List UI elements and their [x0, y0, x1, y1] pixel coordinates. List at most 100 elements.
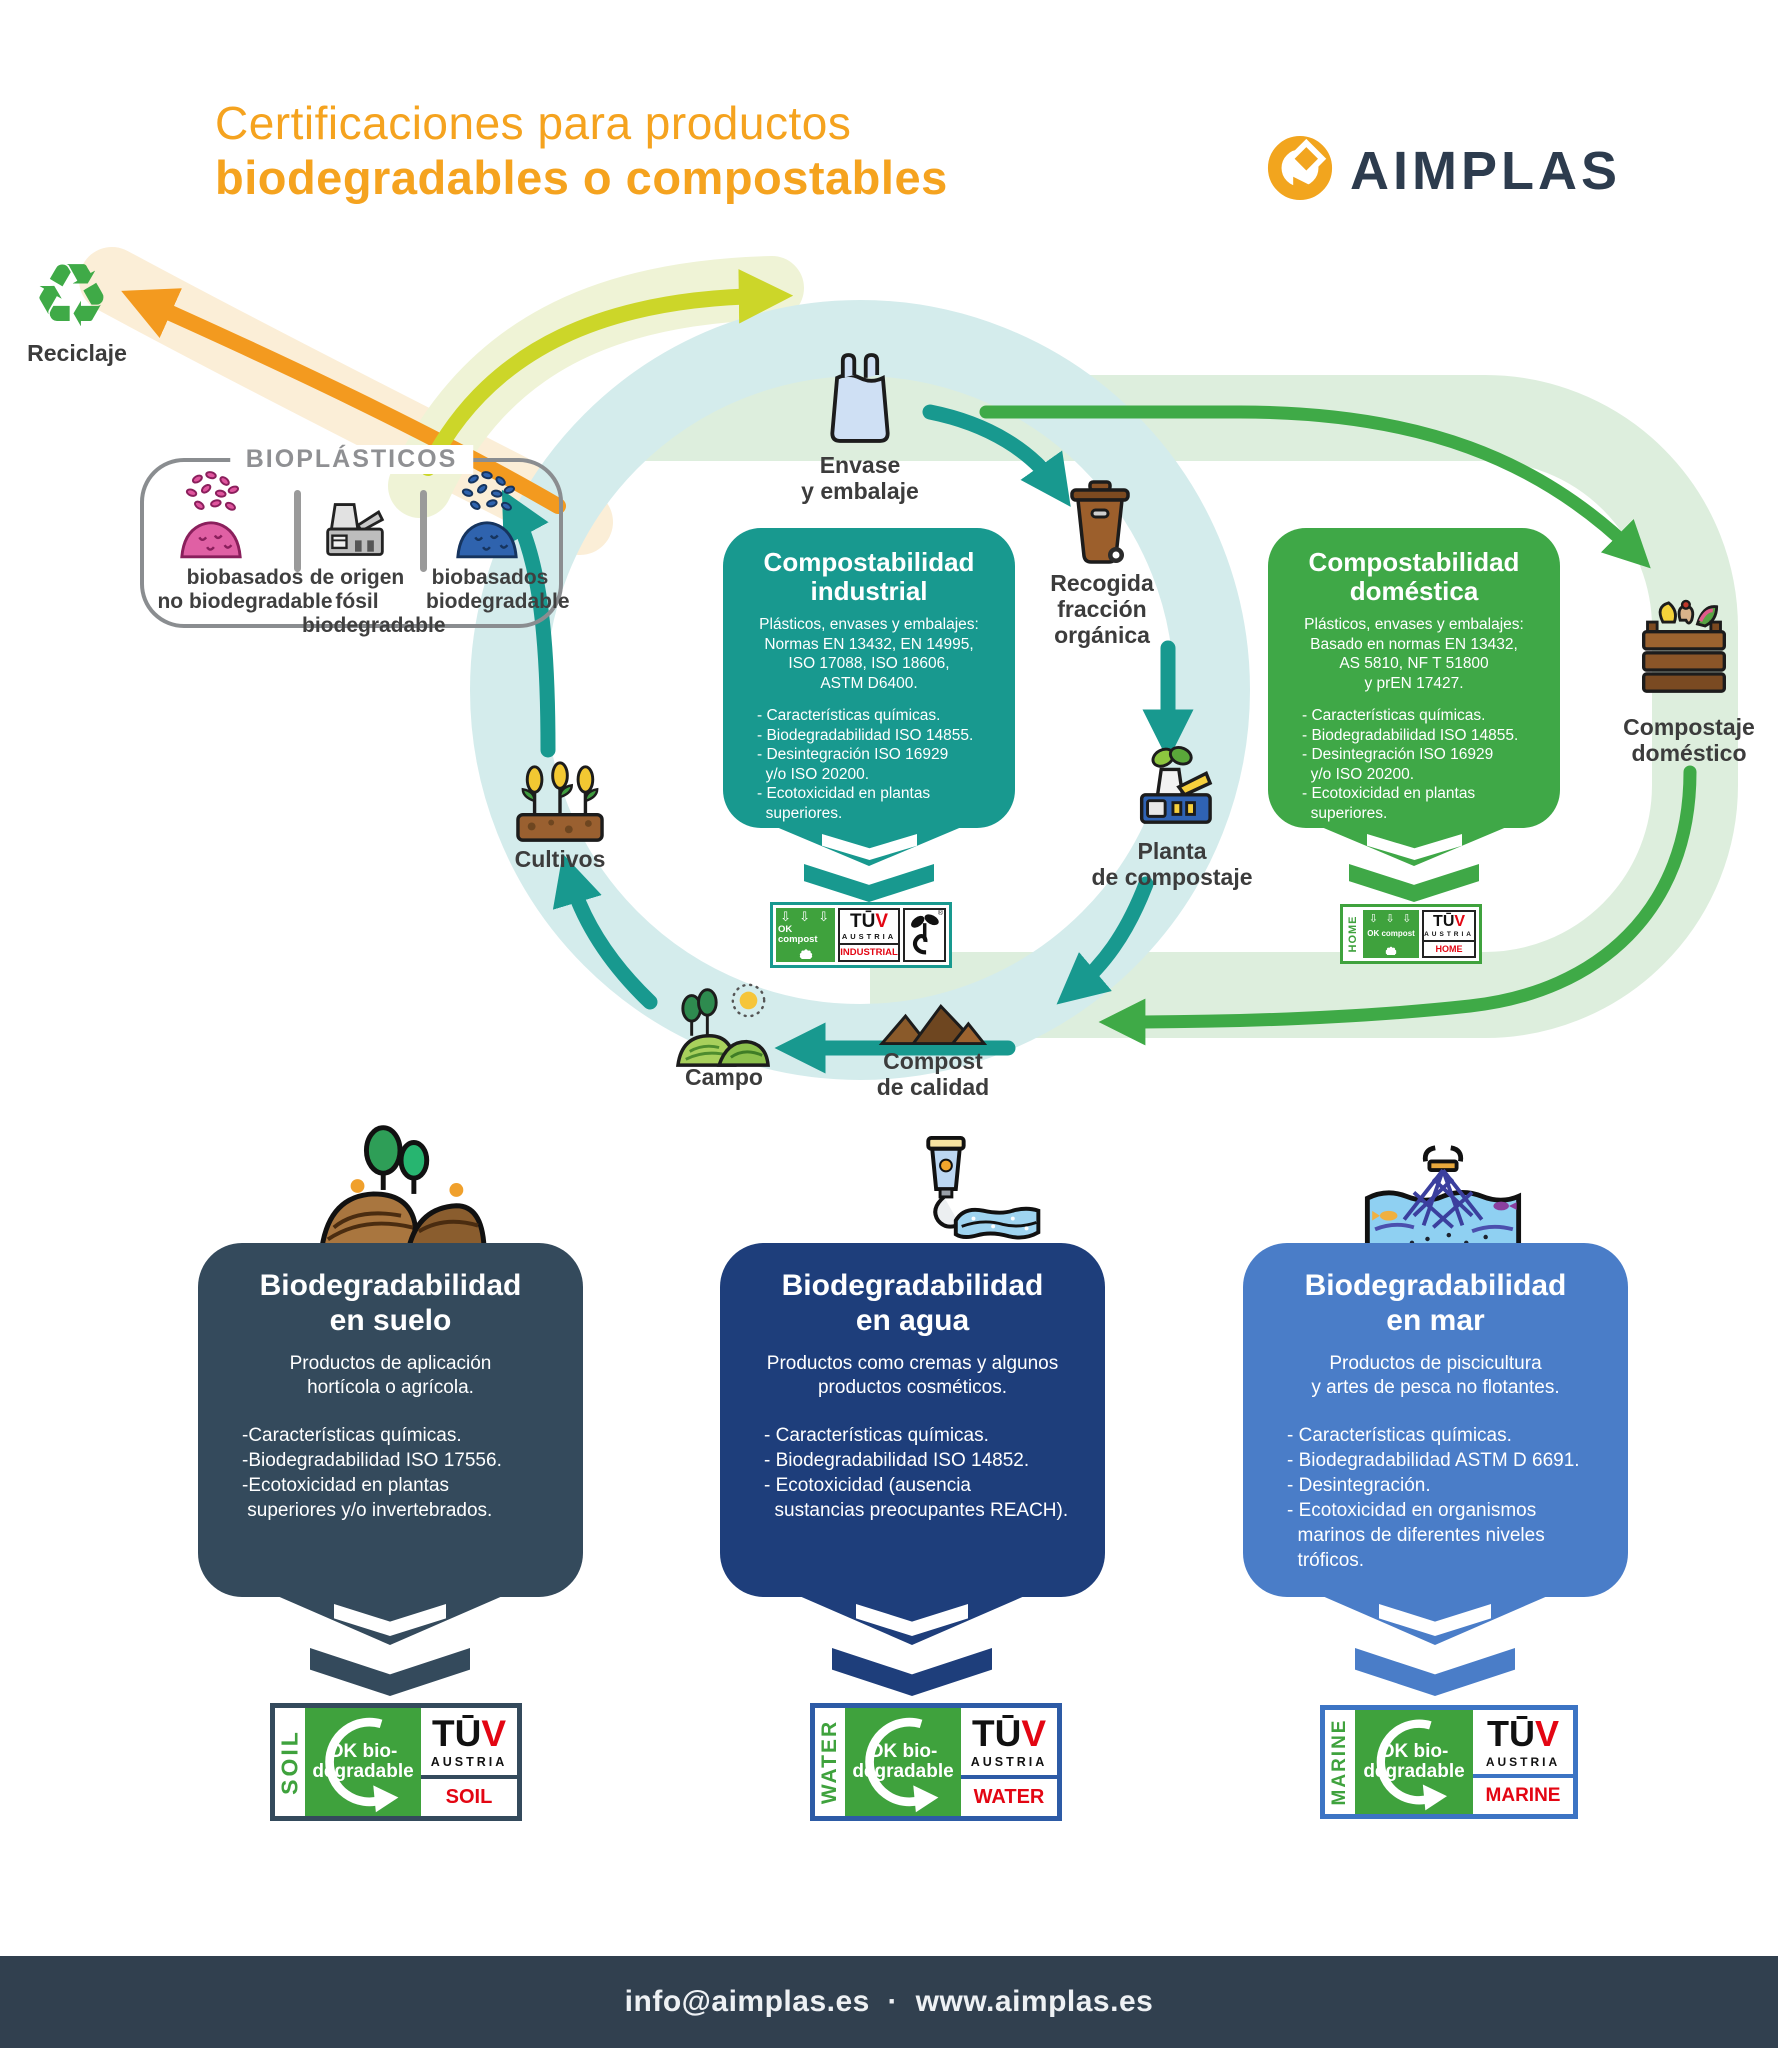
tuv-wordmark: TŪ: [1433, 912, 1455, 930]
ok-biodegradable-panel: OK bio- degradable: [1355, 1710, 1473, 1814]
marine-biodegradability-box: Biodegradabilidad en mar Productos de pi…: [1243, 1243, 1628, 1597]
circular-arrow-icon: [865, 1717, 939, 1813]
industrial-bullet: - Características químicas.: [757, 707, 941, 725]
water-box-intro: Productos como cremas y algunos producto…: [766, 1353, 1059, 1399]
domestic-compostability-box: Compostabilidad doméstica Plásticos, env…: [1268, 528, 1560, 828]
home-category-label: HOME: [1424, 940, 1474, 956]
soil-icon: [318, 1124, 488, 1255]
domestic-bullet: - Biodegradabilidad ISO 14855.: [1302, 726, 1519, 744]
page-title: Certificaciones para productos biodegrad…: [215, 96, 948, 205]
page-title-line2: biodegradables o compostables: [215, 151, 948, 204]
pink-pellets-mound-icon: [176, 470, 246, 567]
tuv-v: V: [1454, 912, 1466, 930]
water-bullet: - Características químicas.: [764, 1424, 989, 1446]
compost-piles-icon: [878, 992, 988, 1051]
ok-biodegradable-soil-badge: SOIL OK bio- degradable TŪV AUSTRIA SOIL: [270, 1703, 522, 1821]
ok-compost-panel: ⇩ ⇩ ⇩ OK compost: [776, 908, 836, 962]
tuv-wordmark: TŪ: [971, 1712, 1022, 1754]
tuv-austria-panel: TŪV AUSTRIA INDUSTRIAL: [838, 908, 900, 962]
teal-arrow-envase-recogida: [922, 404, 1071, 507]
home-side-label: HOME: [1346, 915, 1359, 953]
tuv-v: V: [481, 1712, 506, 1754]
domestic-bullet: - Ecotoxicidad en plantas superiores.: [1302, 785, 1476, 822]
industrial-box-intro: Plásticos, envases y embalajes: Normas E…: [759, 616, 979, 692]
recycle-label: Reciclaje: [27, 340, 127, 366]
ok-biodegradable-label: OK bio- degradable: [852, 1741, 954, 1782]
soil-bullet: -Ecotoxicidad en plantas superiores y/o …: [242, 1474, 493, 1521]
footer-bar: info@aimplas.es · www.aimplas.es: [0, 1956, 1778, 2048]
ok-biodegradable-label: OK bio- degradable: [312, 1741, 414, 1782]
marine-box-title: Biodegradabilidad en mar: [1304, 1269, 1567, 1337]
marine-bullet: - Desintegración.: [1287, 1474, 1431, 1496]
orange-arrow: [121, 288, 566, 514]
water-bullet: - Ecotoxicidad (ausencia sustancias preo…: [764, 1474, 1069, 1521]
soil-biodegradability-box: Biodegradabilidad en suelo Productos de …: [198, 1243, 583, 1597]
tuv-v: V: [1534, 1713, 1559, 1754]
recycle-icon: ♻: [32, 244, 111, 347]
austria-label: AUSTRIA: [1424, 930, 1474, 938]
compost-calidad-label: Compost de calidad: [876, 1048, 990, 1101]
bioplastics-item-label: biobasados biodegradable: [426, 566, 570, 614]
soil-bullet: -Biodegradabilidad ISO 17556.: [242, 1449, 502, 1471]
planta-label: Planta de compostaje: [1091, 838, 1253, 891]
teal-arrow-planta-compost: [1056, 876, 1154, 1005]
green-arrow-top: [979, 405, 1651, 569]
tuv-wordmark: TŪ: [431, 1712, 482, 1754]
campo-label: Campo: [685, 1064, 763, 1090]
compostaje-domestico-label: Compostaje doméstico: [1623, 714, 1755, 767]
soil-category-label: SOIL: [421, 1775, 517, 1816]
crops-icon: [514, 758, 606, 851]
ok-compost-panel: ⇩ ⇩ ⇩ OK compost: [1362, 910, 1420, 958]
water-bullet: - Biodegradabilidad ISO 14852.: [764, 1449, 1030, 1471]
ok-biodegradable-panel: OK bio- degradable: [305, 1708, 421, 1816]
marine-icon: [1358, 1142, 1528, 1275]
ok-compost-home-badge: HOME ⇩ ⇩ ⇩ OK compost TŪV AUSTRIA HOME: [1340, 904, 1482, 964]
soil-box-intro: Productos de aplicación hortícola o agrí…: [289, 1353, 492, 1399]
domestic-box-title: Compostabilidad doméstica: [1308, 547, 1520, 607]
soil-box-title: Biodegradabilidad en suelo: [259, 1269, 522, 1337]
soil-side-label: SOIL: [276, 1729, 303, 1795]
tuv-austria-panel: TŪV AUSTRIA SOIL: [421, 1708, 517, 1816]
down-arrows-icon: ⇩ ⇩ ⇩: [780, 910, 832, 925]
factory-icon: [322, 500, 388, 565]
green-arrow-bottom: [1098, 765, 1697, 1046]
footer-contact-text: info@aimplas.es · www.aimplas.es: [624, 1985, 1154, 2018]
seedling-icon: [911, 914, 940, 955]
aimplas-logo: AIMPLAS: [1266, 134, 1621, 207]
tuv-wordmark: TŪ: [850, 911, 876, 933]
tuv-wordmark: TŪ: [1486, 1713, 1535, 1754]
austria-label: AUSTRIA: [841, 932, 897, 942]
tuv-austria-panel: TŪV AUSTRIA WATER: [961, 1708, 1057, 1816]
domestic-bullet: - Características químicas.: [1302, 707, 1486, 725]
marine-box-intro: Productos de piscicultura y artes de pes…: [1311, 1353, 1560, 1399]
marine-side-label: MARINE: [1329, 1718, 1350, 1806]
home-compost-crate-icon: [1636, 596, 1732, 705]
industrial-box-title: Compostabilidad industrial: [763, 547, 975, 607]
industrial-category-label: INDUSTRIAL: [840, 943, 898, 960]
bioplastics-separator: [420, 490, 427, 572]
blue-pellets-mound-icon: [452, 470, 522, 567]
industrial-compostability-box: Compostabilidad industrial Plásticos, en…: [723, 528, 1015, 828]
page-title-line1: Certificaciones para productos: [215, 97, 852, 149]
yellow-arrow: [420, 269, 794, 476]
ok-biodegradable-marine-badge: MARINE OK bio- degradable TŪV AUSTRIA MA…: [1320, 1705, 1578, 1819]
field-icon: [676, 978, 772, 1075]
bioplastics-box: BIOPLÁSTICOS: [140, 445, 570, 637]
seedling-panel: ®: [902, 908, 946, 962]
austria-label: AUSTRIA: [430, 1754, 508, 1769]
marine-bullet: - Ecotoxicidad en organismos marinos de …: [1287, 1499, 1545, 1572]
water-icon: [845, 1136, 1043, 1255]
registered-mark: ®: [937, 910, 943, 917]
cultivos-label: Cultivos: [514, 846, 606, 872]
ok-compost-flower-icon: [1385, 946, 1397, 955]
ok-compost-label: OK compost: [778, 924, 818, 945]
industrial-bullet: - Ecotoxicidad en plantas superiores.: [757, 785, 931, 822]
domestic-box-intro: Plásticos, envases y embalajes: Basado e…: [1304, 616, 1524, 692]
bag-icon: [818, 348, 902, 451]
circular-arrow-icon: [1376, 1719, 1447, 1811]
composting-plant-icon: [1126, 744, 1216, 837]
water-biodegradability-box: Biodegradabilidad en agua Productos como…: [720, 1243, 1105, 1597]
teal-arrow-campo-cultivos: [552, 853, 658, 1010]
bioplastics-item-label: biobasados no biodegradable: [157, 566, 333, 614]
tuv-austria-panel: TŪV AUSTRIA MARINE: [1473, 1710, 1573, 1814]
